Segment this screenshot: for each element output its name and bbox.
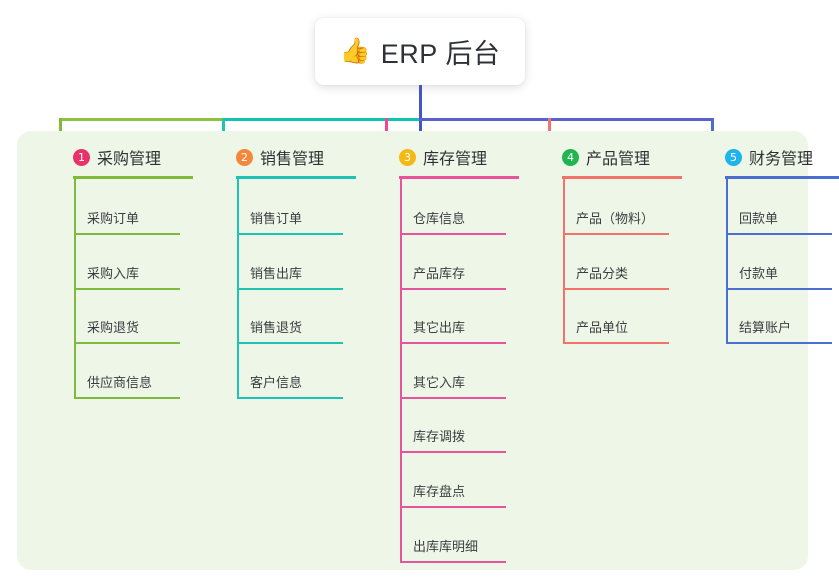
column-title-2: 销售管理 [260, 151, 325, 168]
page-title: ERP 后台 [380, 39, 501, 69]
bus-segment-blue [419, 118, 711, 121]
list-item-label: 出库库明细 [413, 538, 479, 554]
list-item[interactable]: 销售订单 [237, 206, 343, 238]
list-item[interactable]: 库存调拨 [400, 424, 506, 456]
list-item-label: 库存调拨 [413, 429, 466, 445]
root-node-card[interactable]: 👍 ERP 后台 [315, 18, 525, 85]
column-spine-3 [400, 179, 402, 563]
list-item[interactable]: 产品库存 [400, 261, 506, 293]
column-header-5[interactable]: 5 财务管理 [697, 144, 839, 170]
list-item-rule [400, 396, 506, 399]
list-item[interactable]: 产品分类 [563, 261, 669, 293]
column-title-3: 库存管理 [423, 151, 488, 168]
list-item-rule [74, 233, 180, 235]
list-item-rule [237, 287, 343, 290]
column-title-5: 财务管理 [749, 151, 814, 168]
list-item-label: 采购退货 [87, 320, 140, 336]
list-item-rule [726, 233, 832, 235]
list-item-label: 回款单 [739, 211, 779, 226]
list-item-rule [563, 233, 669, 235]
list-item-label: 库存盘点 [413, 484, 466, 499]
column-header-2[interactable]: 2 销售管理 [208, 144, 368, 170]
list-item-rule [400, 560, 506, 563]
list-item-label: 付款单 [739, 265, 779, 281]
list-item-label: 销售退货 [250, 320, 303, 336]
list-item[interactable]: 结算账户 [726, 315, 832, 347]
list-item-label: 结算账户 [739, 320, 792, 336]
column-title-1: 采购管理 [97, 151, 162, 168]
list-item-rule [400, 233, 506, 235]
column-title-4: 产品管理 [586, 151, 651, 168]
list-item-rule [400, 342, 506, 345]
list-item[interactable]: 采购退货 [74, 315, 180, 347]
bus-segment-green [59, 118, 222, 121]
list-item[interactable]: 回款单 [726, 206, 832, 238]
diagram-panel [17, 131, 808, 570]
list-item-rule [726, 287, 832, 290]
column-header-rule-4 [562, 176, 682, 179]
list-item-label: 客户信息 [250, 374, 303, 390]
list-item[interactable]: 其它出库 [400, 315, 506, 347]
column-badge-5: 5 [725, 148, 742, 166]
column-badge-2: 2 [236, 148, 253, 166]
list-item-label: 产品分类 [576, 265, 629, 281]
list-item-label: 产品（物料） [576, 211, 655, 226]
list-item[interactable]: 出库库明细 [400, 534, 506, 566]
list-item-label: 销售出库 [250, 265, 303, 281]
root-connector-stem [419, 85, 422, 134]
list-item[interactable]: 采购订单 [74, 206, 180, 238]
list-item[interactable]: 库存盘点 [400, 479, 506, 511]
list-item-rule [726, 342, 832, 345]
column-header-rule-5 [725, 176, 839, 179]
column-4: 4 产品管理产品（物料） 产品分类产品单位 [534, 144, 694, 345]
column-header-3[interactable]: 3 库存管理 [371, 144, 531, 170]
column-header-1[interactable]: 1 采购管理 [45, 144, 205, 170]
bus-segment-teal [222, 118, 419, 121]
list-item[interactable]: 付款单 [726, 261, 832, 293]
list-item-label: 仓库信息 [413, 211, 466, 226]
list-item[interactable]: 产品（物料） [563, 206, 669, 238]
list-item-label: 产品库存 [413, 265, 466, 281]
list-item[interactable]: 采购入库 [74, 261, 180, 293]
list-item[interactable]: 其它入库 [400, 370, 506, 402]
list-item-rule [400, 506, 506, 508]
list-item[interactable]: 销售出库 [237, 261, 343, 293]
list-item-rule [400, 287, 506, 290]
column-badge-1: 1 [73, 148, 90, 166]
list-item[interactable]: 产品单位 [563, 315, 669, 347]
column-2: 2 销售管理销售订单销售出库销售退货客户信息 [208, 144, 368, 399]
list-item-rule [74, 396, 180, 399]
list-item[interactable]: 销售退货 [237, 315, 343, 347]
column-header-rule-2 [236, 176, 356, 179]
list-item-label: 供应商信息 [87, 374, 153, 390]
list-item[interactable]: 客户信息 [237, 370, 343, 402]
thumbs-up-icon: 👍 [339, 37, 371, 65]
column-header-rule-3 [399, 176, 519, 179]
list-item[interactable]: 仓库信息 [400, 206, 506, 238]
list-item-label: 其它入库 [413, 374, 466, 390]
list-item-rule [237, 342, 343, 345]
list-item-label: 销售订单 [250, 211, 303, 226]
column-header-rule-1 [73, 176, 193, 179]
column-1: 1 采购管理采购订单采购入库采购退货供应商信息 [45, 144, 205, 399]
list-item[interactable]: 供应商信息 [74, 370, 180, 402]
list-item-rule [237, 396, 343, 399]
list-item-label: 其它出库 [413, 320, 466, 336]
list-item-rule [400, 451, 506, 454]
column-5: 5 财务管理回款单付款单结算账户 [697, 144, 839, 345]
list-item-label: 采购入库 [87, 265, 140, 281]
column-badge-4: 4 [562, 148, 579, 166]
list-item-label: 产品单位 [576, 320, 629, 336]
list-item-rule [563, 287, 669, 290]
list-item-rule [74, 287, 180, 290]
list-item-rule [563, 342, 669, 345]
column-spine-4 [563, 179, 565, 345]
list-item-label: 采购订单 [87, 211, 140, 226]
column-header-4[interactable]: 4 产品管理 [534, 144, 694, 170]
list-item-rule [74, 342, 180, 345]
column-3: 3 库存管理仓库信息产品库存其它出库其它入库库存调拨库存盘点出库库明细 [371, 144, 531, 563]
column-badge-3: 3 [399, 148, 416, 166]
column-spine-5 [726, 179, 728, 345]
list-item-rule [237, 233, 343, 235]
